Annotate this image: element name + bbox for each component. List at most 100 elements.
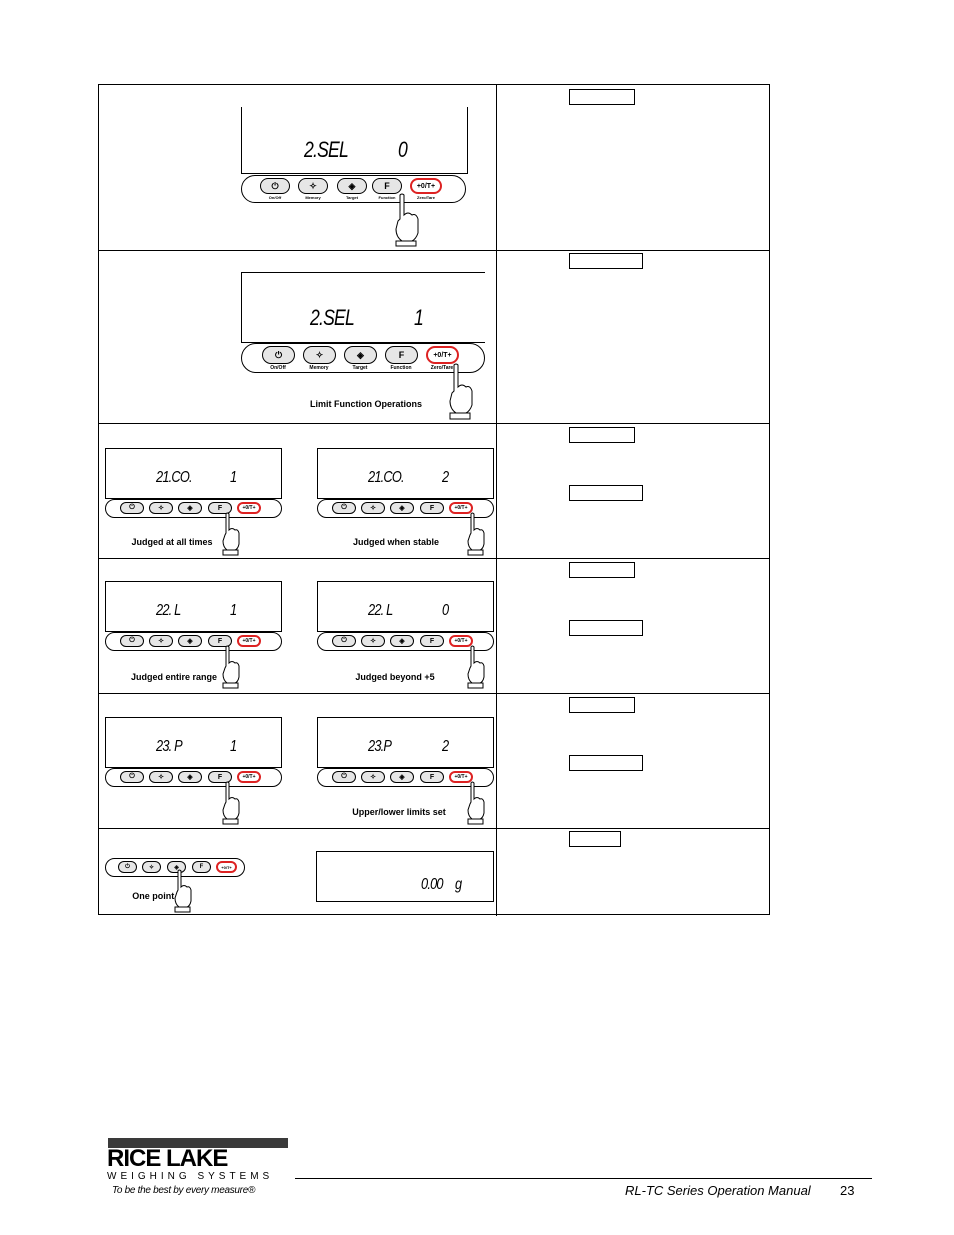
display-value: 0: [442, 602, 449, 619]
key-label: Target: [352, 365, 368, 371]
key-label: Function: [378, 195, 396, 200]
display-code: 2.SEL: [304, 137, 349, 162]
target-key[interactable]: ◈: [337, 178, 367, 194]
zero-tare-key[interactable]: +0/T+: [237, 635, 261, 647]
target-key[interactable]: ◈: [390, 635, 414, 647]
pointing-hand-icon: [395, 193, 419, 247]
function-key[interactable]: F: [420, 635, 444, 647]
memory-key[interactable]: ✧: [149, 635, 173, 647]
key-label: Function: [390, 365, 412, 371]
response-box: [569, 427, 635, 443]
manual-title: RL-TC Series Operation Manual: [625, 1183, 811, 1198]
logo-bar: [108, 1138, 288, 1148]
zero-tare-key[interactable]: +0/T+: [449, 771, 473, 783]
function-key[interactable]: F: [208, 502, 232, 514]
zero-tare-key[interactable]: +0/T+: [410, 178, 442, 194]
display-panel: 2.SEL 0: [241, 107, 468, 174]
memory-key[interactable]: ✧: [142, 861, 161, 873]
key-label: Zero/Tare: [430, 365, 454, 371]
footer-divider: [295, 1178, 872, 1179]
response-box: [569, 620, 643, 636]
caption: Judged beyond +5: [355, 672, 435, 682]
row-5: 23. P 1 ⏻ ✧ ◈ F +0/T+ One point set 23.P…: [99, 694, 769, 901]
display-panel: 22. L 0: [317, 581, 494, 632]
key-label: On/Off: [268, 195, 282, 200]
function-key[interactable]: F: [208, 771, 232, 783]
display-value: 2: [442, 469, 449, 486]
caption: Judged entire range: [130, 672, 218, 682]
display-panel: 23.P 2: [317, 717, 494, 768]
zero-tare-key[interactable]: +0/T+: [449, 502, 473, 514]
response-box: [569, 562, 635, 578]
keypad: ⏻ ✧ ◈ F +0/T+: [317, 632, 494, 651]
keypad: ⏻ ✧ ◈ F +0/T+: [105, 768, 282, 787]
caption: One point set: [132, 891, 190, 901]
power-key[interactable]: ⏻: [118, 861, 137, 873]
row-1: 2.SEL 0 ⏻ ✧ ◈ F +0/T+ On/Off Memory Targ…: [99, 85, 769, 251]
function-key[interactable]: F: [385, 346, 418, 364]
memory-key[interactable]: ✧: [361, 771, 385, 783]
memory-key[interactable]: ✧: [149, 771, 173, 783]
zero-tare-key[interactable]: +0/T+: [216, 861, 237, 873]
key-label: Target: [346, 195, 358, 200]
keypad: ⏻ ✧ ◈ F +0/T+ On/Off Memory Target Funct…: [241, 175, 466, 203]
function-key[interactable]: F: [372, 178, 402, 194]
target-key[interactable]: ◈: [167, 861, 186, 873]
memory-key[interactable]: ✧: [298, 178, 328, 194]
zero-tare-key[interactable]: +0/T+: [449, 635, 473, 647]
display-value: 1: [414, 305, 424, 330]
response-box: [569, 485, 643, 501]
display-panel: 21.CO. 1: [105, 448, 282, 499]
keypad: ⏻ ✧ ◈ F +0/T+: [105, 858, 245, 877]
brand-subtitle: WEIGHING SYSTEMS: [107, 1171, 274, 1182]
memory-key[interactable]: ✧: [361, 635, 385, 647]
power-key[interactable]: ⏻: [120, 635, 144, 647]
target-key[interactable]: ◈: [344, 346, 377, 364]
power-key[interactable]: ⏻: [262, 346, 295, 364]
function-key[interactable]: F: [420, 502, 444, 514]
display-panel: 21.CO. 2: [317, 448, 494, 499]
display-code: 21.CO.: [368, 469, 405, 486]
zero-tare-key[interactable]: +0/T+: [426, 346, 459, 364]
display-value: 1: [230, 738, 237, 755]
keypad: ⏻ ✧ ◈ F +0/T+: [105, 499, 282, 518]
power-key[interactable]: ⏻: [332, 502, 356, 514]
zero-tare-key[interactable]: +0/T+: [237, 771, 261, 783]
function-key[interactable]: F: [192, 861, 211, 873]
power-key[interactable]: ⏻: [120, 771, 144, 783]
function-key[interactable]: F: [208, 635, 232, 647]
power-key[interactable]: ⏻: [332, 771, 356, 783]
page-number: 23: [840, 1183, 855, 1198]
keypad: ⏻ ✧ ◈ F +0/T+: [317, 499, 494, 518]
power-key[interactable]: ⏻: [120, 502, 144, 514]
target-key[interactable]: ◈: [178, 502, 202, 514]
memory-key[interactable]: ✧: [149, 502, 173, 514]
caption: Judged when stable: [352, 537, 440, 547]
target-key[interactable]: ◈: [390, 771, 414, 783]
pointing-hand-icon: [467, 645, 485, 689]
memory-key[interactable]: ✧: [361, 502, 385, 514]
display-code: 22. L: [156, 602, 181, 619]
response-box: [569, 831, 621, 847]
target-key[interactable]: ◈: [178, 635, 202, 647]
pointing-hand-icon: [449, 363, 473, 420]
target-key[interactable]: ◈: [178, 771, 202, 783]
target-key[interactable]: ◈: [390, 502, 414, 514]
display-value: 2: [442, 738, 449, 755]
caption: Judged at all times: [131, 537, 213, 547]
display-value: 1: [230, 469, 237, 486]
power-key[interactable]: ⏻: [332, 635, 356, 647]
row-4: 22. L 1 ⏻ ✧ ◈ F +0/T+ Judged entire rang…: [99, 559, 769, 694]
response-box: [569, 253, 643, 269]
function-key[interactable]: F: [420, 771, 444, 783]
key-label: Zero/Tare: [417, 195, 435, 200]
display-value: 0.00: [421, 876, 444, 893]
brand-tagline: To be the best by every measure®: [112, 1185, 256, 1196]
response-box: [569, 89, 635, 105]
power-key[interactable]: ⏻: [260, 178, 290, 194]
caption: Upper/lower limits set: [352, 807, 446, 817]
memory-key[interactable]: ✧: [303, 346, 336, 364]
keypad: ⏻ ✧ ◈ F +0/T+: [317, 768, 494, 787]
zero-tare-key[interactable]: +0/T+: [237, 502, 261, 514]
keypad: ⏻ ✧ ◈ F +0/T+ On/Off Memory Target Funct…: [241, 343, 485, 373]
